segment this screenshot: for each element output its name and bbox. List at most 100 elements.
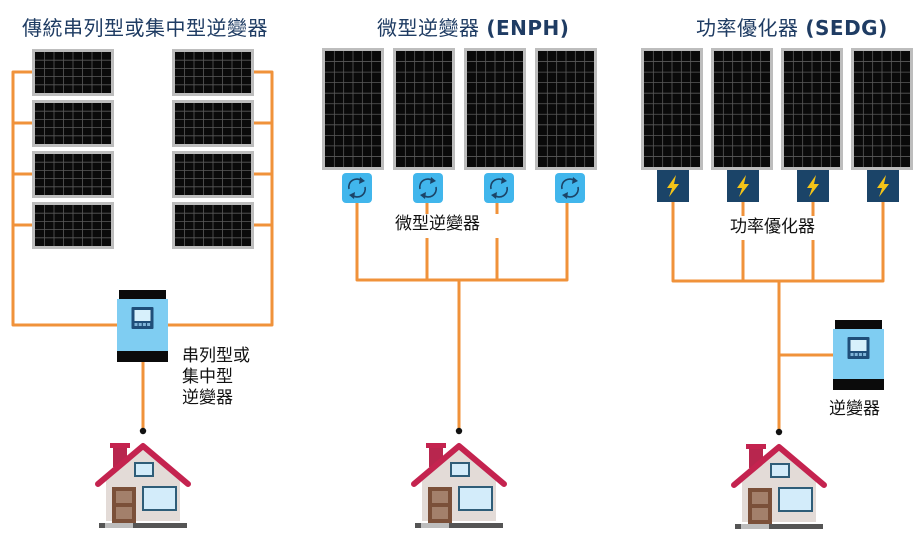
inverter-icon	[117, 290, 168, 362]
arrow-head	[430, 177, 436, 184]
solar-panel	[711, 48, 773, 170]
title-ticker: (SEDG)	[805, 16, 888, 40]
connection-dot	[455, 427, 463, 435]
arrow-head	[359, 177, 365, 184]
front-window	[458, 486, 493, 511]
title-ticker: (ENPH)	[486, 16, 570, 40]
door-panel	[116, 491, 132, 503]
micro-inverter-body	[413, 173, 443, 203]
lightning-bolt-icon	[737, 175, 749, 197]
title-text: 傳統串列型或集中型逆變器	[22, 16, 268, 40]
arrow-head	[349, 192, 355, 199]
solar-panel	[32, 151, 114, 198]
string-wire-left	[11, 70, 118, 327]
lightning-bolt-icon	[807, 175, 819, 197]
micro-inverter-body	[342, 173, 372, 203]
title-text: 功率優化器	[696, 16, 799, 40]
power-optimizer-icon	[657, 170, 689, 202]
label-line: 逆變器	[182, 388, 233, 408]
arrow-head	[501, 177, 507, 184]
label-line: 串列型或	[182, 346, 250, 366]
connection-dot	[139, 427, 147, 435]
solar-panel	[781, 48, 843, 170]
lightning-bolt-icon	[877, 175, 889, 197]
lightning-bolt-icon	[667, 175, 679, 197]
arrow-head	[420, 192, 426, 199]
chimney-cap	[746, 444, 766, 449]
inverter-icon	[833, 320, 884, 390]
path-step	[421, 523, 449, 528]
string-inverter-label: 串列型或 集中型 逆變器	[182, 346, 250, 409]
ground-base	[735, 524, 823, 529]
arrow-head	[491, 192, 497, 199]
inverter-button	[850, 353, 854, 356]
path-step	[105, 523, 133, 528]
title-power-optimizer: 功率優化器 (SEDG)	[696, 12, 888, 41]
micro-inverter-icon	[555, 173, 585, 203]
micro-inverter-icon	[484, 173, 514, 203]
solar-panel	[32, 202, 114, 249]
power-optimizer-icon	[797, 170, 829, 202]
inverter-bottom	[833, 379, 884, 390]
micro-inverter-icon	[413, 173, 443, 203]
inverter-button	[134, 323, 138, 326]
solar-panels	[32, 48, 913, 249]
ground-base	[415, 523, 503, 528]
chimney-cap	[110, 443, 130, 448]
house-icon	[95, 427, 191, 528]
inverter-button	[147, 323, 151, 326]
inverter-top	[835, 320, 882, 329]
string-wire-right	[167, 70, 274, 327]
door-panel	[752, 508, 768, 520]
solar-panel	[535, 48, 597, 170]
connection-dot	[775, 428, 783, 436]
chimney-cap	[426, 443, 446, 448]
arrow-head	[562, 192, 568, 199]
title-text: 微型逆變器	[377, 16, 480, 40]
solar-panel	[32, 100, 114, 147]
inverter-button	[138, 323, 142, 326]
inverter-bottom	[117, 351, 168, 362]
inverter-screen	[134, 310, 151, 321]
arrow-head	[572, 177, 578, 184]
ground-base	[99, 523, 187, 528]
door-panel	[116, 507, 132, 519]
power-optimizer-label: 功率優化器	[728, 217, 817, 238]
inverter-screen	[850, 340, 867, 351]
roof	[731, 444, 827, 488]
solar-panel	[172, 202, 254, 249]
inverters	[117, 290, 884, 390]
roof	[411, 443, 507, 487]
power-optimizer-icon	[867, 170, 899, 202]
dc-bus	[671, 201, 885, 283]
solar-panel	[393, 48, 455, 170]
title-micro-inverter: 微型逆變器 (ENPH)	[377, 12, 569, 41]
door-panel	[432, 491, 448, 503]
power-optimizer-icon	[727, 170, 759, 202]
label-line: 集中型	[182, 367, 233, 387]
attic-window	[770, 463, 790, 478]
door-panel	[432, 507, 448, 519]
solar-panel	[322, 48, 384, 170]
title-string-inverter: 傳統串列型或集中型逆變器	[22, 12, 268, 41]
wiring	[11, 70, 885, 432]
front-window	[778, 487, 813, 512]
inverter-label: 逆變器	[829, 399, 880, 419]
house-icon	[411, 427, 507, 528]
micro-inverter-label: 微型逆變器	[393, 214, 482, 235]
inverter-top	[119, 290, 166, 299]
inverter-button	[854, 353, 858, 356]
micro-inverter-icon	[342, 173, 372, 203]
inverter-button	[858, 353, 862, 356]
solar-panel	[32, 49, 114, 96]
roof	[95, 443, 191, 487]
micro-inverter-body	[484, 173, 514, 203]
solar-panel	[172, 151, 254, 198]
micro-inverter-body	[555, 173, 585, 203]
solar-panel	[641, 48, 703, 170]
path-step	[741, 524, 769, 529]
panel-modules	[342, 170, 899, 203]
solar-panel	[851, 48, 913, 170]
attic-window	[134, 462, 154, 477]
